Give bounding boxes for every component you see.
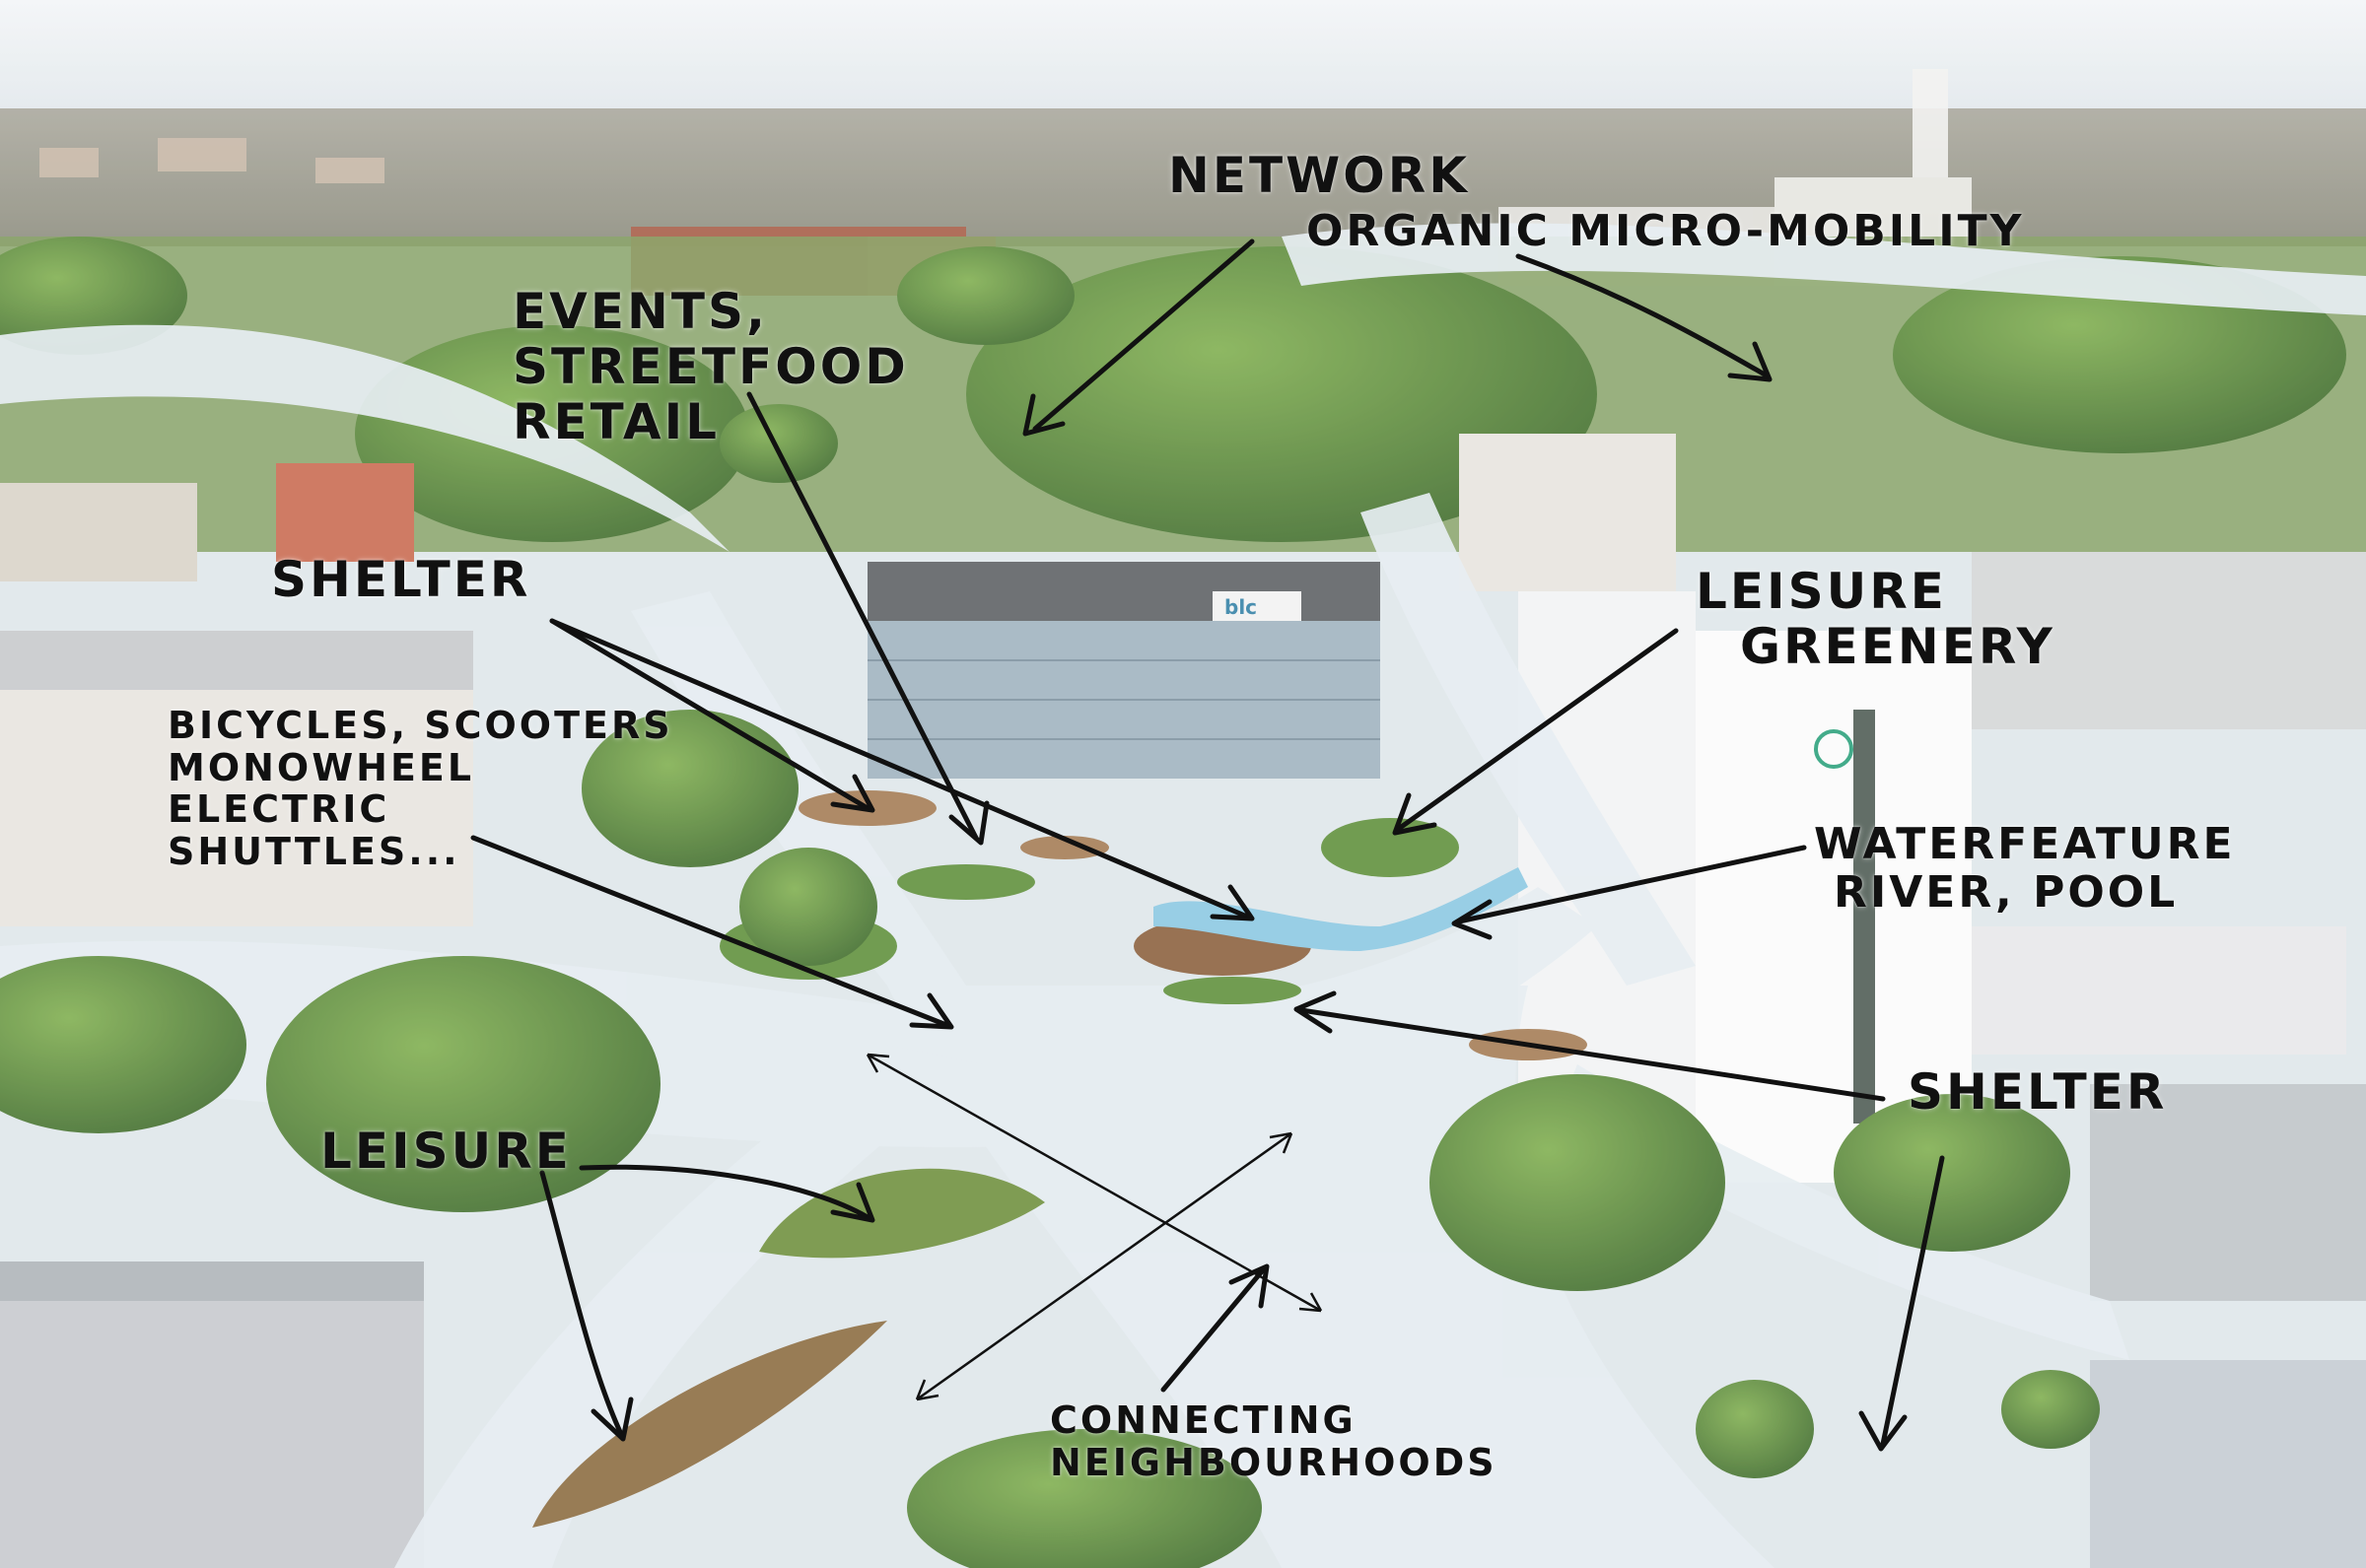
annotation-arrows <box>470 239 1945 1452</box>
annotation-shelter-left: Shelter <box>271 552 530 607</box>
sky <box>0 0 2366 128</box>
annotation-events-line-1: Events, <box>513 283 768 340</box>
annotation-vehicles-line-4: Shuttles... <box>168 829 460 873</box>
annotation-events-line-2: Streetfood <box>513 338 909 395</box>
annotation-water-feature: Waterfeature River, Pool <box>1814 820 2236 918</box>
arrow-shelter-left-b <box>549 618 1250 920</box>
arrow-micro-mobility <box>1515 253 1768 377</box>
annotation-vehicles-line-3: Electric <box>168 787 390 832</box>
annotation-shelter-right: Shelter <box>1908 1064 2167 1120</box>
annotation-network-line-1: Network <box>1168 147 1471 204</box>
annotation-shelter-right-text: Shelter <box>1908 1063 2168 1121</box>
arrow-connecting <box>1160 1268 1265 1393</box>
arrow-events <box>746 391 979 841</box>
arrow-leisure-down <box>539 1170 624 1437</box>
right-tower <box>1459 434 2366 1568</box>
annotation-vehicles-line-2: Monowheel <box>168 745 475 789</box>
annotation-leisure-text: Leisure <box>320 1123 572 1180</box>
arrow-shelter-right-down <box>1880 1155 1945 1447</box>
annotation-vehicles-line-1: Bicycles, Scooters <box>168 704 673 747</box>
annotation-network: Network <box>1168 148 1470 203</box>
arrow-vehicles <box>470 835 949 1028</box>
buildings-left <box>0 463 473 1568</box>
annotation-network-line-2: Organic Micro-Mobility <box>1306 206 2025 256</box>
annotation-leisure-greenery-line-2: Greenery <box>1740 618 2055 675</box>
annotation-connecting-line-2: Neighbourhoods <box>1050 1440 1497 1484</box>
annotation-water-feature-line-2: River, Pool <box>1834 867 2179 919</box>
annotation-events: Events, Streetfood Retail <box>513 284 909 449</box>
arrow-water-feature <box>1456 845 1807 924</box>
annotation-shelter-left-text: Shelter <box>271 551 531 608</box>
annotation-vehicles: Bicycles, Scooters Monowheel Electric Sh… <box>168 705 673 872</box>
building-logo-sign: blc <box>1224 595 1258 619</box>
arrow-network <box>1032 239 1255 432</box>
annotation-leisure: Leisure <box>320 1124 572 1179</box>
annotation-events-line-3: Retail <box>513 393 721 450</box>
arrow-leisure <box>579 1164 870 1220</box>
arrow-leisure-greenery <box>1397 628 1679 831</box>
central-glass-building <box>868 562 1380 779</box>
annotation-connecting: Connecting Neighbourhoods <box>1050 1399 1497 1483</box>
annotation-leisure-greenery: Leisure Greenery <box>1696 564 2055 674</box>
tree-clusters-front <box>0 404 2100 1568</box>
annotation-leisure-greenery-line-1: Leisure <box>1696 563 1947 620</box>
arrow-shelter-right <box>1298 1007 1886 1102</box>
water-feature <box>1153 867 1528 951</box>
arrow-shelter-left-a <box>549 618 870 811</box>
thin-double-arrows <box>866 1053 1323 1401</box>
annotation-connecting-line-1: Connecting <box>1050 1398 1357 1442</box>
annotation-water-feature-line-1: Waterfeature <box>1814 819 2236 869</box>
annotation-micro-mobility: Organic Micro-Mobility <box>1306 206 2025 256</box>
